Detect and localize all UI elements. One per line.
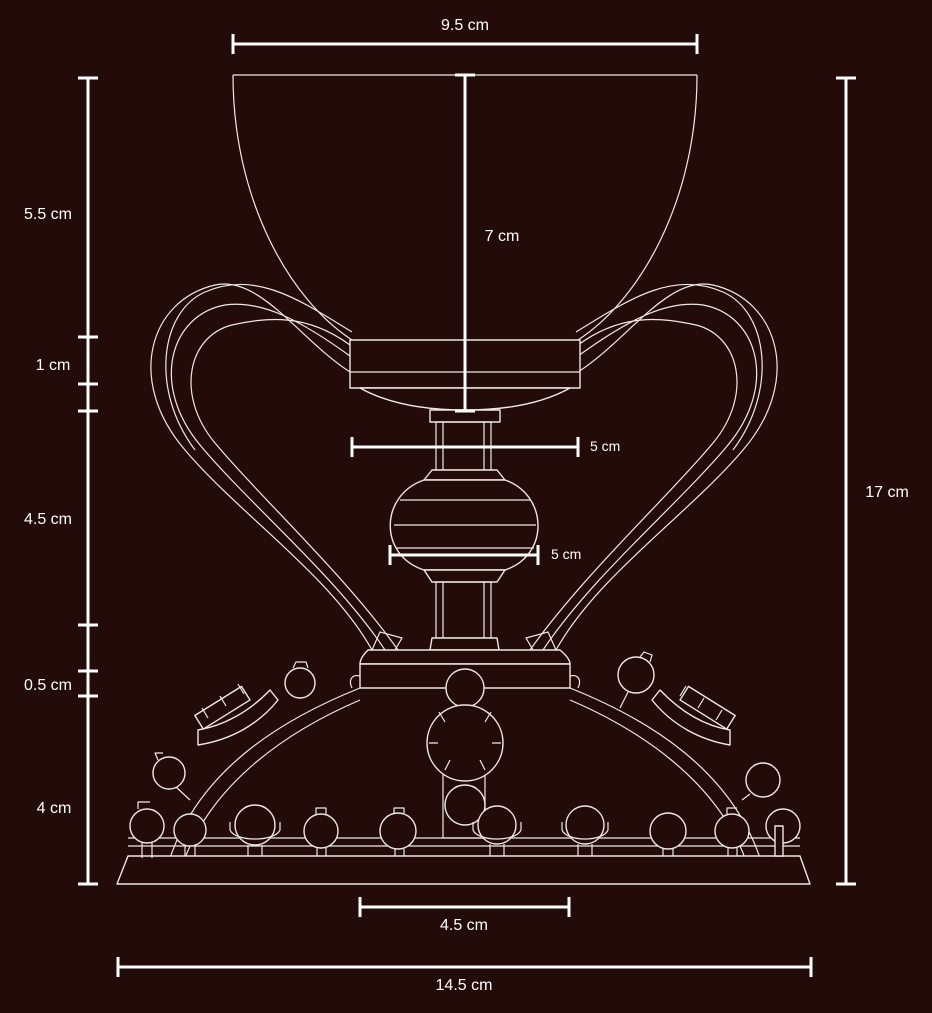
dimension-lines bbox=[78, 34, 856, 977]
upper-width-label: 5 cm bbox=[590, 438, 620, 454]
cup-depth-label: 7 cm bbox=[485, 228, 520, 245]
chalice-drawing bbox=[116, 74, 811, 885]
base bbox=[116, 651, 811, 885]
total-height-label: 17 cm bbox=[865, 484, 909, 501]
foot-inner-width-label: 4.5 cm bbox=[440, 917, 488, 934]
left-handle bbox=[150, 283, 403, 651]
top-width-label: 9.5 cm bbox=[441, 17, 489, 34]
base-width-label: 14.5 cm bbox=[436, 977, 493, 994]
stem-section-label: 4.5 cm bbox=[24, 511, 72, 528]
knot-width-label: 5 cm bbox=[551, 546, 581, 562]
collar-label: 0.5 cm bbox=[24, 677, 72, 694]
right-handle bbox=[525, 283, 778, 651]
base-height-label: 4 cm bbox=[37, 800, 72, 817]
cup-height-label: 5.5 cm bbox=[24, 206, 72, 223]
stem bbox=[389, 421, 539, 651]
dimension-labels: 9.5 cm 5.5 cm 1 cm 4.5 cm 0.5 cm 4 cm 7 … bbox=[24, 17, 909, 994]
rim-band-label: 1 cm bbox=[36, 357, 71, 374]
